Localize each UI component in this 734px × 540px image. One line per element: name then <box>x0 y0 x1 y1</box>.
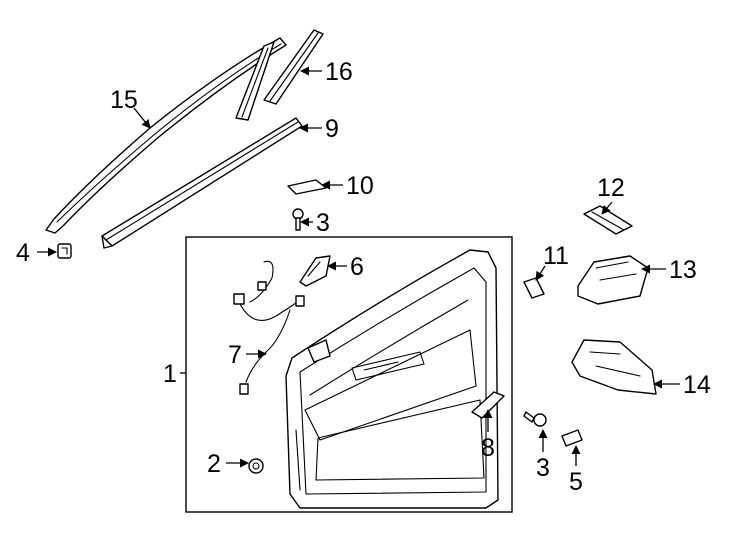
part-1-door-trim-panel <box>285 249 499 509</box>
part-11-clip <box>523 277 545 299</box>
part-9-belt-weatherstrip <box>101 117 303 249</box>
part-15-frame-molding <box>45 37 287 234</box>
callout-10: 10 <box>346 172 374 200</box>
part-14-master-window-switch <box>571 339 657 395</box>
callout-2: 2 <box>207 450 221 478</box>
callout-14: 14 <box>683 371 711 399</box>
callout-1: 1 <box>163 360 177 388</box>
part-8-cover <box>471 391 505 419</box>
door-trim-assembly-box <box>185 236 513 513</box>
callout-8: 8 <box>481 434 495 462</box>
part-6-bracket <box>299 255 331 287</box>
part-12-switch-bezel <box>583 205 633 235</box>
callout-5: 5 <box>569 468 583 496</box>
part-13-window-switch <box>577 255 649 305</box>
callout-3-lower: 3 <box>536 454 550 482</box>
callout-7: 7 <box>228 341 242 369</box>
callout-4: 4 <box>16 239 30 267</box>
callout-6: 6 <box>350 253 364 281</box>
leader-lines <box>37 66 680 468</box>
callout-16: 16 <box>325 58 353 86</box>
part-5-pad <box>561 429 583 447</box>
part-4-clip <box>57 243 72 259</box>
callout-11: 11 <box>543 242 569 270</box>
part-10-pad <box>287 179 327 195</box>
callout-13: 13 <box>669 256 697 284</box>
part-3-screw-upper <box>292 208 304 231</box>
part-16-vertical-molding <box>263 29 324 105</box>
part-2-grommet <box>248 458 264 474</box>
callout-9: 9 <box>325 115 339 143</box>
callout-15: 15 <box>110 86 138 114</box>
callout-12: 12 <box>597 174 625 202</box>
part-3-bolt-lower <box>523 411 547 427</box>
callout-3-upper: 3 <box>316 209 330 237</box>
